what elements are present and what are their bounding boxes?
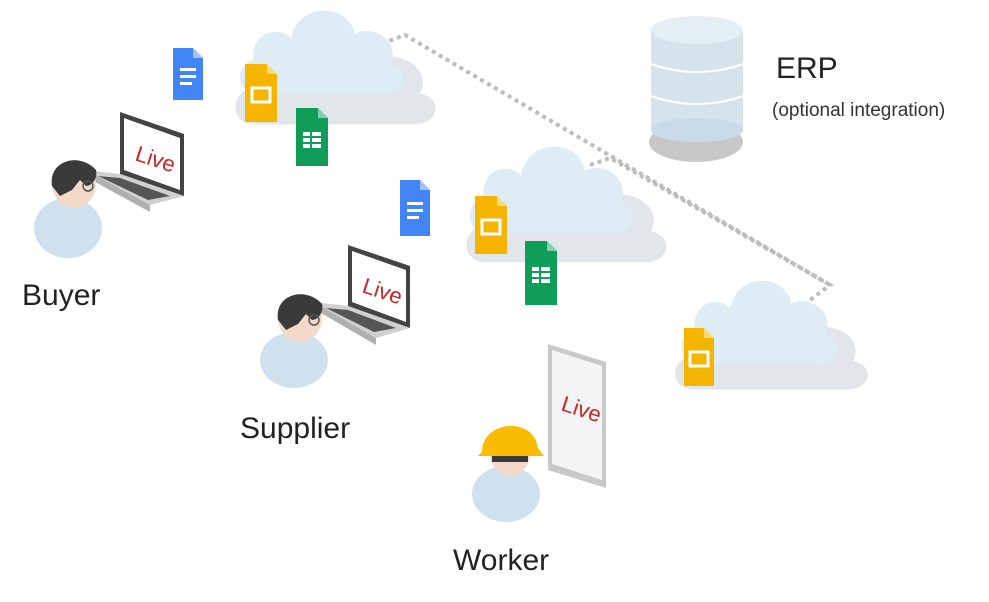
slides-icon xyxy=(245,64,277,122)
buyer-label: Buyer xyxy=(22,279,101,312)
hardhat-icon xyxy=(478,425,544,456)
docs-icon xyxy=(173,48,203,100)
buyer-laptop-icon: Live xyxy=(86,112,184,212)
worker-person-icon xyxy=(472,425,544,522)
docs-icon xyxy=(400,180,430,236)
supplier-laptop-icon: Live xyxy=(314,245,410,345)
sheets-icon xyxy=(296,108,328,166)
slides-icon xyxy=(684,328,714,386)
buyer-person-icon xyxy=(34,160,102,258)
sheets-icon xyxy=(525,241,557,305)
slides-icon xyxy=(475,196,507,254)
erp-title: ERP xyxy=(776,52,838,85)
worker-label: Worker xyxy=(453,544,550,577)
connector-cloud2-cloud3 xyxy=(589,155,834,302)
supplier-label: Supplier xyxy=(240,412,351,445)
erp-subtitle: (optional integration) xyxy=(772,100,946,121)
erp-database-icon xyxy=(649,16,744,162)
supplier-person-icon xyxy=(260,294,328,388)
worker-tablet-icon: Live xyxy=(548,344,606,488)
